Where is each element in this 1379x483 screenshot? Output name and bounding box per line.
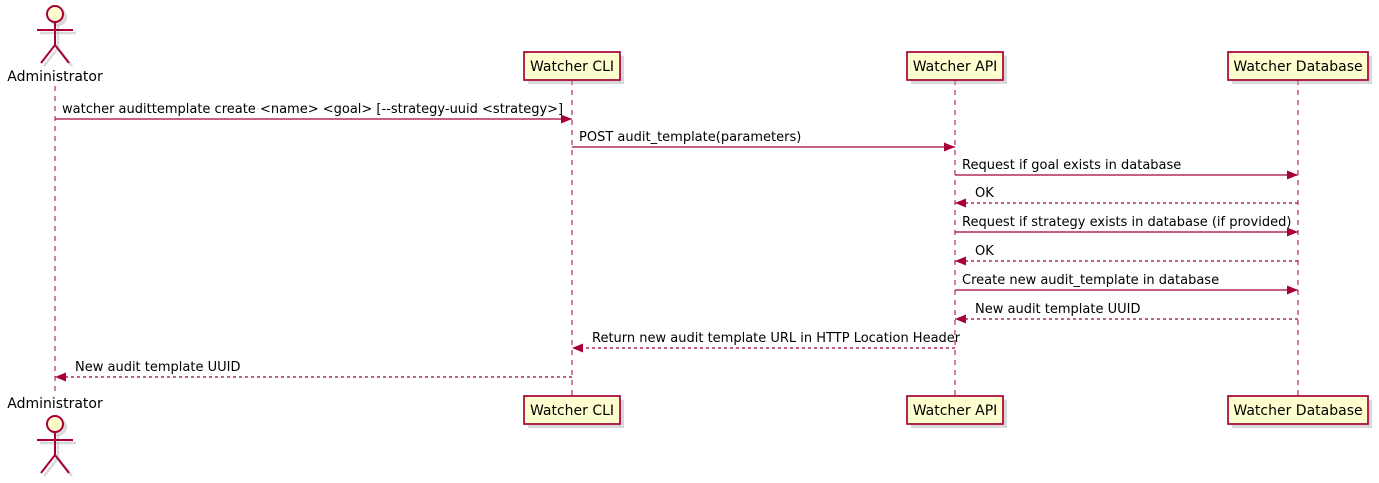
participant-box-watcher-api-bottom: Watcher API [906,395,1007,428]
message-arrowhead-icon [572,343,583,353]
message-label: Create new audit_template in database [962,273,1219,288]
actor-label-bottom: Administrator [7,396,103,412]
message-arrowhead-icon [1287,170,1298,180]
actor-head [46,415,64,433]
message-label: Request if strategy exists in database (… [962,215,1291,230]
message-arrowhead-icon [561,114,572,124]
participant-label: Watcher API [913,403,998,419]
message-arrowhead-icon [955,256,966,266]
message-arrowhead-icon [55,372,66,382]
message-label: watcher audittemplate create <name> <goa… [62,102,563,117]
participant-label: Watcher API [913,59,998,75]
actor-label-top: Administrator [7,69,103,85]
message-label: OK [975,186,994,201]
participant-label: Watcher CLI [530,403,614,419]
participant-box-watcher-database-top: Watcher Database [1227,51,1372,84]
participant-box-watcher-api-top: Watcher API [906,51,1007,84]
message-label: New audit template UUID [975,302,1140,317]
actor-administrator-top: Administrator [7,5,103,85]
message-label: Request if goal exists in database [962,158,1181,173]
actor-head [46,5,64,23]
message-label: OK [975,244,994,259]
message-label: Return new audit template URL in HTTP Lo… [592,331,961,346]
message-arrowhead-icon [1287,227,1298,237]
participant-label: Watcher Database [1233,59,1362,75]
actor-administrator-bottom: Administrator [7,396,103,477]
participant-box-watcher-database-bottom: Watcher Database [1227,395,1372,428]
participant-box-watcher-cli-bottom: Watcher CLI [523,395,624,428]
participant-label: Watcher Database [1233,403,1362,419]
lifelines [54,80,1299,396]
message-arrowhead-icon [944,142,955,152]
message-label: New audit template UUID [75,360,240,375]
message-arrowhead-icon [955,198,966,208]
message-label: POST audit_template(parameters) [579,130,801,145]
message-arrowhead-icon [955,314,966,324]
messages: watcher audittemplate create <name> <goa… [55,102,1298,382]
participant-box-watcher-cli-top: Watcher CLI [523,51,624,84]
participant-label: Watcher CLI [530,59,614,75]
message-arrowhead-icon [1287,285,1298,295]
